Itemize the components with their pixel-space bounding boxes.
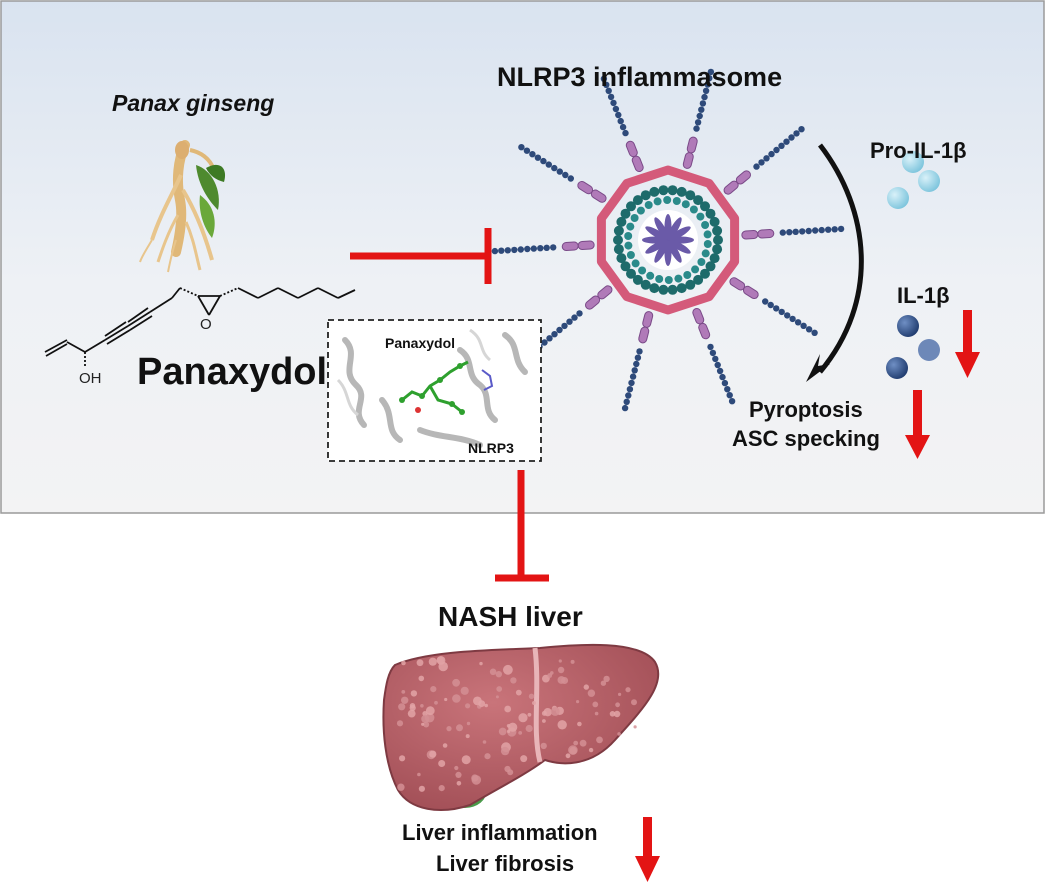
il-1b-spheres <box>886 315 940 379</box>
liver-inflammation-label: Liver inflammation <box>402 820 598 845</box>
panaxydol-structure <box>44 287 356 366</box>
il-1b-label: IL-1β <box>897 283 950 308</box>
pro-il-1b-spheres <box>887 151 940 209</box>
down-arrow-pyroptosis <box>905 390 930 459</box>
ginseng-root-image <box>139 140 226 273</box>
down-arrow-liver <box>635 817 660 882</box>
liver-title: NASH liver <box>438 601 583 632</box>
docking-inset <box>327 319 542 462</box>
docking-protein-label: NLRP3 <box>468 440 514 456</box>
inhibition-arrow-liver <box>495 470 549 582</box>
asc-specking-label: ASC specking <box>732 426 880 451</box>
compound-name: Panaxydol <box>137 351 328 393</box>
curved-process-arrow <box>806 143 864 382</box>
inhibition-arrow-inflammasome <box>350 228 492 284</box>
docking-ligand-label: Panaxydol <box>385 335 456 351</box>
plant-name: Panax ginseng <box>112 90 275 116</box>
pyroptosis-label: Pyroptosis <box>749 397 863 422</box>
pro-il-1b-label: Pro-IL-1β <box>870 138 967 163</box>
down-arrow-il <box>955 310 980 378</box>
liver-fibrosis-label: Liver fibrosis <box>436 851 575 876</box>
epoxide-label: O <box>200 316 212 333</box>
nlrp3-inflammasome-illustration <box>491 68 845 412</box>
inflammasome-title: NLRP3 inflammasome <box>497 62 783 92</box>
nash-liver-image <box>382 643 660 811</box>
hydroxyl-label: OH <box>79 370 102 387</box>
